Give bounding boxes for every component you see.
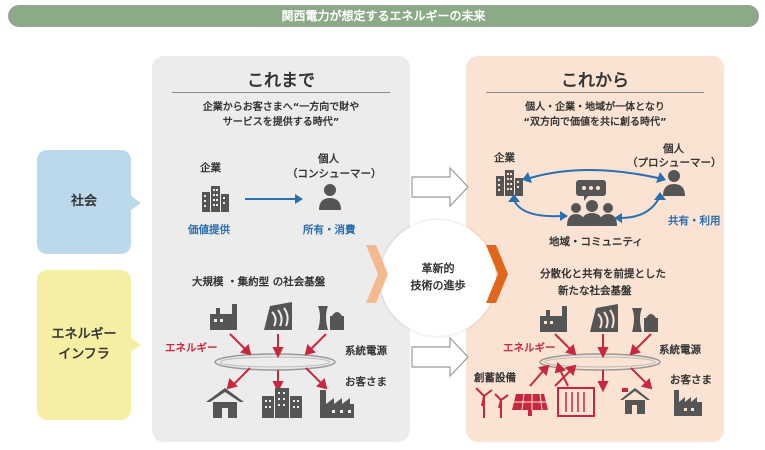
hydro-plant-icon [264,302,292,330]
solar-panel-icon [512,393,548,416]
future-nuclear-plant-icon [632,308,658,332]
tech-progress-circle [380,220,496,336]
future-subtitle-line2: “双方向で価値を共に創る時代” [523,117,667,128]
future-infra-line2: 新たな社会基盤 [558,285,632,297]
future-grid-flow-diagram [539,333,661,393]
future-customer-label: お客さま [670,374,712,386]
storage-battery-icon [557,387,595,417]
tech-progress-line2: 技術の進歩 [410,279,466,292]
tech-progress-line1: 革新的 [421,262,455,275]
future-individual-label: 個人 [663,143,684,155]
energy-infra-label-line2: インフラ [58,347,110,362]
prosumer-person-icon [663,170,685,196]
future-infra-line1: 分散化と共有を前提とした [540,268,666,280]
value-flow-arrow [245,194,303,204]
share-use-label: 共有・利用 [668,215,721,227]
prosumer-label: （プロシューマー） [627,157,722,169]
past-grid-flow-diagram [214,333,336,393]
house-icon [206,388,244,418]
value-provision-label: 価値提供 [188,224,230,236]
infra-pointer-icon [131,338,141,352]
society-transition-arrow [411,166,469,208]
company-building-icon [202,186,229,212]
society-pointer-icon [131,196,141,210]
nuclear-plant-icon [318,306,344,330]
future-factory-icon [674,390,702,416]
factory-icon [320,390,354,418]
wind-turbine-icon [475,387,509,418]
page-title: 関西電力が想定するエネルギーの未来 [8,5,759,27]
apartment-icon [262,388,302,418]
past-heading: これまで [247,71,315,91]
future-heading-rule [486,92,704,93]
consumer-person-icon [319,184,341,210]
past-subtitle-line1: 企業からお客さまへ“一方向で財や [202,102,360,113]
storage-label: 創蓄設備 [474,372,516,384]
past-heading-rule [172,92,390,93]
future-hydro-plant-icon [590,304,618,332]
future-company-building-icon [496,170,523,196]
past-energy-label: エネルギー [165,342,218,354]
future-thermal-plant-icon [540,306,567,332]
past-company-label: 企業 [200,162,221,174]
past-consumer-label: （コンシューマー） [287,168,382,180]
ownership-label: 所有・消費 [303,224,356,236]
society-row-label: 社会 [37,150,131,254]
future-subtitle-line1: 個人・企業・地域が一体となり [525,102,665,113]
thermal-plant-icon [210,304,237,330]
past-grid-label: 系統電源 [345,345,387,357]
past-infra-label: 大規模 ・集約型 の社会基盤 [192,276,326,288]
energy-infra-label-line1: エネルギー [51,327,117,342]
energy-infra-row-label: エネルギー インフラ [37,270,131,420]
future-grid-label: 系統電源 [659,344,701,356]
storage-flow-arrows [529,362,569,387]
community-group-icon [567,180,617,226]
infra-transition-arrow [411,336,469,378]
past-subtitle-line2: サービスを提供する時代” [222,117,340,128]
chevron-light-icon [366,245,388,303]
past-customer-label: お客さま [345,376,387,388]
community-label: 地域・コミュニティ [549,236,643,248]
bidirectional-value-arrows [508,169,666,223]
future-panel [466,56,724,442]
chevron-dark-icon [486,245,508,303]
future-energy-label: エネルギー [503,342,556,354]
past-individual-label: 個人 [318,153,339,165]
future-heading: これから [561,71,629,91]
future-company-label: 企業 [494,152,515,164]
future-house-icon [620,388,650,414]
past-panel [152,56,410,442]
